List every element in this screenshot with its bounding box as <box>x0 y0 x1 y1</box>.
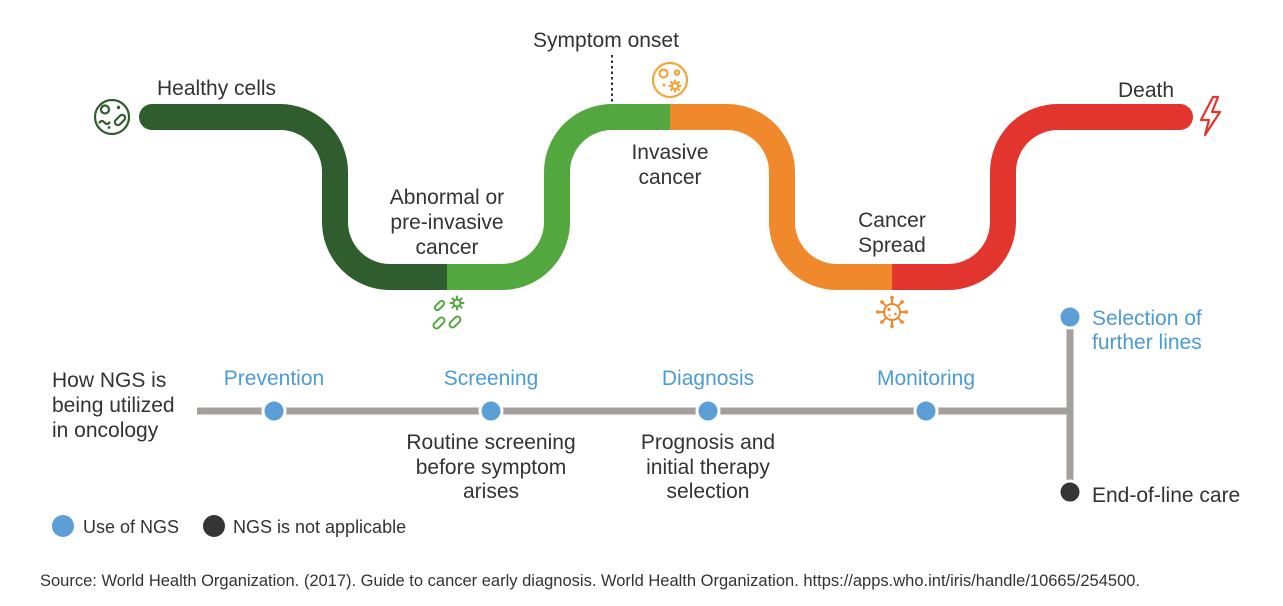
stage-label-screening: Screening <box>444 367 539 390</box>
icon-virus-spikes <box>449 295 465 311</box>
legend-label-not-applicable: NGS is not applicable <box>233 517 406 537</box>
legend-swatch-not-applicable <box>203 515 225 537</box>
legend-swatch-ngs <box>52 515 74 537</box>
curve-start-cap <box>139 104 165 130</box>
icon-dot <box>662 83 666 87</box>
stage-labels: Prevention Screening Diagnosis Monitorin… <box>224 367 975 390</box>
curve-end-cap <box>1167 104 1193 130</box>
symptom-cells-icon <box>651 61 689 99</box>
icon-squiggle <box>98 119 111 126</box>
stage-dot-monitoring <box>913 398 939 424</box>
label-abnormal-line-2: pre-invasive <box>390 211 503 234</box>
icon-cell <box>658 68 669 79</box>
abnormal-cells-icon <box>432 295 465 330</box>
label-death: Death <box>1118 79 1174 102</box>
ngs-heading-line-3: in oncology <box>52 419 159 442</box>
icon-tip <box>880 300 884 304</box>
icon-tip <box>890 295 894 300</box>
stage-dot-prevention <box>261 398 287 424</box>
stage-label-diagnosis: Diagnosis <box>662 367 754 390</box>
stage-label-prevention: Prevention <box>224 367 324 390</box>
stage-note-screening: Routine screening before symptom arises <box>406 431 575 503</box>
icon-dot <box>887 307 891 312</box>
icon-capsule <box>432 316 446 330</box>
source-citation: Source: World Health Organization. (2017… <box>40 572 1140 590</box>
label-abnormal-line-1: Abnormal or <box>390 186 504 209</box>
icon-virus-spikes <box>668 79 682 93</box>
label-spread: Cancer Spread <box>858 209 926 257</box>
segment-invasive <box>670 104 893 290</box>
icon-capsule <box>433 299 446 312</box>
icon-outline <box>651 61 689 99</box>
label-abnormal-line-3: cancer <box>415 236 478 259</box>
branch-dot-further-lines <box>1057 304 1083 330</box>
icon-capsule <box>448 315 462 329</box>
icon-capsule <box>113 113 127 127</box>
icon-dot <box>107 126 111 129</box>
progression-curve <box>152 104 1180 290</box>
label-healthy-cells: Healthy cells <box>157 77 276 100</box>
icon-dot <box>888 314 891 317</box>
healthy-cells-icon <box>93 98 131 136</box>
icon-cell <box>673 69 681 76</box>
icon-dot <box>116 105 121 110</box>
label-spread-line-2: Spread <box>858 234 926 257</box>
stage-note-line: before symptom <box>416 456 567 479</box>
icon-tip <box>900 320 904 324</box>
label-invasive-line-2: cancer <box>638 166 701 189</box>
legend: Use of NGS NGS is not applicable <box>52 515 406 537</box>
legend-label-ngs: Use of NGS <box>83 517 179 537</box>
stage-note-diagnosis: Prognosis and initial therapy selection <box>641 431 775 503</box>
lightning-bolt-icon <box>1199 95 1222 137</box>
icon-outline <box>93 98 131 136</box>
stage-note-line: arises <box>463 480 519 503</box>
branch-label-line: Selection of <box>1092 307 1202 330</box>
icon-cell <box>99 104 111 115</box>
label-spread-line-1: Cancer <box>858 209 926 232</box>
stage-note-line: selection <box>667 480 750 503</box>
label-invasive-line-1: Invasive <box>631 141 708 164</box>
icon-dot <box>894 312 897 316</box>
stage-label-monitoring: Monitoring <box>877 367 975 390</box>
label-abnormal: Abnormal or pre-invasive cancer <box>390 186 504 259</box>
ngs-timeline <box>197 304 1083 505</box>
stage-note-line: initial therapy <box>646 456 770 479</box>
segment-spread <box>892 104 1180 290</box>
icon-bolt <box>1199 95 1222 137</box>
label-invasive: Invasive cancer <box>631 141 708 189</box>
stage-dot-diagnosis <box>695 398 721 424</box>
branch-label-line: further lines <box>1092 331 1202 354</box>
segment-healthy <box>152 104 448 290</box>
spreading-cancer-cell-icon <box>875 295 909 329</box>
ngs-heading-line-2: being utilized <box>52 394 175 417</box>
branch-label-end-of-line: End-of-line care <box>1092 484 1240 507</box>
ngs-heading: How NGS is being utilized in oncology <box>52 369 175 442</box>
branch-label-further-lines: Selection of further lines <box>1092 307 1202 354</box>
segment-pre-invasive <box>447 104 671 290</box>
stage-note-line: Routine screening <box>406 431 575 454</box>
label-symptom-onset: Symptom onset <box>533 29 679 52</box>
icon-tip <box>890 324 894 329</box>
icon-spikes <box>878 298 906 326</box>
icon-spike-tips <box>875 295 909 329</box>
branch-dot-end-of-line <box>1057 479 1083 505</box>
icon-tip <box>880 320 884 324</box>
icon-tip <box>900 300 904 304</box>
stage-dot-screening <box>478 398 504 424</box>
icon-tip <box>875 310 880 314</box>
ngs-heading-line-1: How NGS is <box>52 369 166 392</box>
stage-note-line: Prognosis and <box>641 431 775 454</box>
icon-tip <box>904 310 909 314</box>
